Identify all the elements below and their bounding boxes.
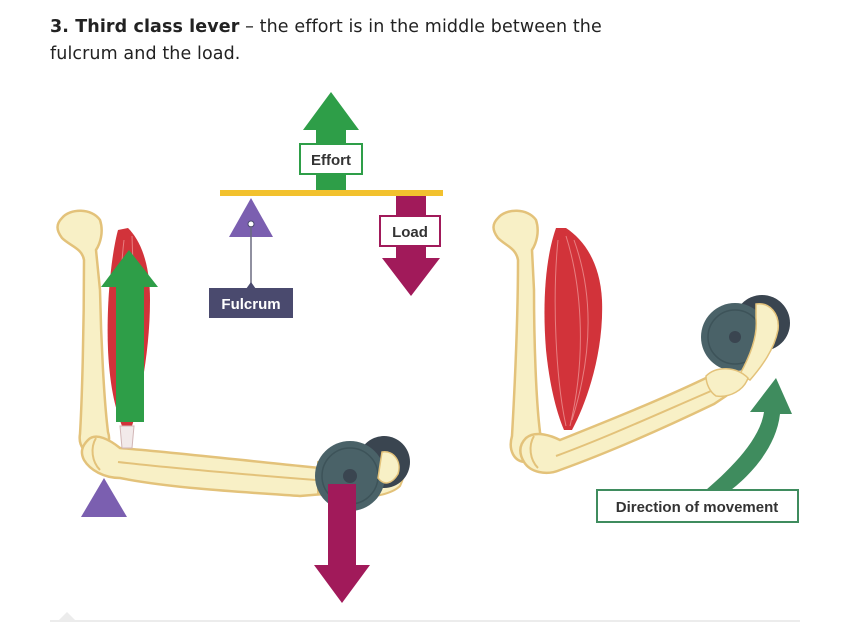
lever-schematic: Effort Load Fulcrum <box>209 92 443 318</box>
footer-notch <box>58 612 76 621</box>
intro-text: 3. Third class lever – the effort is in … <box>50 14 610 68</box>
right-arm-illustration <box>492 209 792 495</box>
bicep-muscle-flexed <box>544 228 603 430</box>
weight-load-arrow <box>314 484 370 603</box>
movement-label: Direction of movement <box>596 489 799 523</box>
effort-arrow <box>303 92 359 191</box>
muscle-effort-arrow <box>101 250 158 422</box>
fulcrum-label: Fulcrum <box>209 288 293 318</box>
tendon <box>119 425 135 449</box>
svg-text:Effort: Effort <box>311 152 351 169</box>
svg-text:Direction of movement: Direction of movement <box>616 499 779 516</box>
lever-description: the effort is in the middle between the … <box>50 17 602 64</box>
fulcrum-triangle <box>229 198 273 289</box>
svg-text:Load: Load <box>392 224 428 241</box>
elbow-fulcrum-triangle <box>81 478 127 517</box>
load-label: Load <box>379 215 441 247</box>
lever-term: 3. Third class lever <box>50 17 240 37</box>
left-arm-illustration <box>56 209 410 603</box>
effort-label: Effort <box>299 143 363 175</box>
lever-beam <box>220 190 443 196</box>
humerus-bone <box>56 209 111 456</box>
humerus-bone-flexed <box>492 209 543 464</box>
forearm-bone <box>80 435 326 498</box>
forearm-bone-flexed <box>519 374 728 474</box>
footer-divider <box>50 620 800 622</box>
dash: – <box>239 17 260 37</box>
movement-arrow <box>700 378 792 495</box>
right-dumbbell <box>701 295 790 398</box>
svg-text:Fulcrum: Fulcrum <box>221 296 280 313</box>
